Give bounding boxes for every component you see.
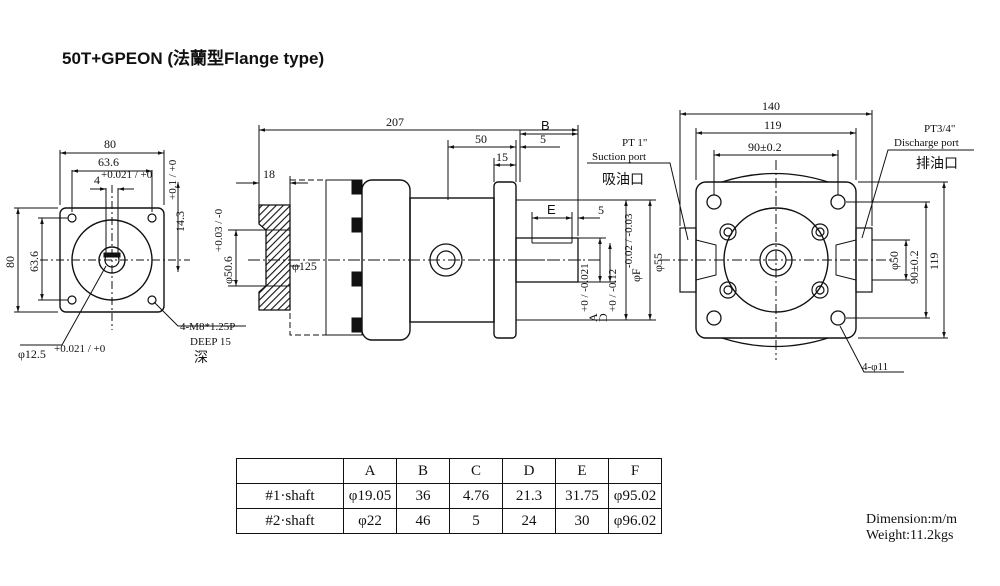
dim-5a: 5 — [540, 132, 546, 146]
dim-119v: 119 — [927, 252, 941, 270]
adapter-section — [258, 204, 291, 311]
right-view — [587, 110, 974, 373]
dim-pilot: φ50.6 — [221, 256, 235, 284]
dim-pilot-tol: +0.03 / -0 — [213, 208, 225, 252]
table-header — [236, 458, 344, 484]
dim-D: D — [596, 313, 610, 322]
dimension-note: Dimension:m/m — [866, 512, 957, 527]
table-cell: 36 — [396, 483, 450, 509]
table-cell: 30 — [555, 508, 609, 534]
bolt-hole — [67, 295, 77, 305]
table-header-row: A B C D E F — [236, 458, 662, 484]
suction-label-2: Suction port — [592, 151, 646, 163]
table-cell: 46 — [396, 508, 450, 534]
dim-140: 140 — [762, 99, 780, 113]
dim-50: 50 — [475, 132, 487, 146]
deep-cn-label: 深 — [194, 350, 208, 366]
left-view-labels: 80 63.6 4 +0.021 / +0 14.3 +0.1 / +0 80 … — [3, 137, 235, 366]
table-cell: φ22 — [343, 508, 397, 534]
suction-cn: 吸油口 — [602, 172, 644, 188]
drawing-title: 50T+GPEON (法蘭型Flange type) — [62, 49, 325, 68]
dim-D-tol: +0 / -0.12 — [607, 269, 619, 312]
dim-55: φ55 — [651, 253, 665, 272]
dim-119: 119 — [764, 118, 782, 132]
dim-15: 15 — [496, 150, 508, 164]
table-cell: φ95.02 — [608, 483, 662, 509]
dim-height-spacing: 63.6 — [27, 251, 41, 272]
side-view — [228, 125, 656, 341]
deep-label: DEEP 15 — [190, 336, 231, 348]
dim-key: 4 — [94, 173, 100, 187]
discharge-label-2: Discharge port — [894, 137, 959, 149]
table-cell: 31.75 — [555, 483, 609, 509]
bolt-hole — [67, 213, 77, 223]
dim-height: 80 — [3, 256, 17, 268]
dim-90v: 90±0.2 — [907, 250, 921, 284]
table-header: D — [502, 458, 556, 484]
table-header: A — [343, 458, 397, 484]
table-cell: #2·shaft — [236, 508, 344, 534]
table-row: #2·shaft φ22 46 5 24 30 φ96.02 — [236, 508, 662, 534]
tap-label: 4-M8*1.25P — [180, 321, 235, 333]
table-cell: 5 — [449, 508, 503, 534]
dim-90: 90±0.2 — [748, 140, 782, 154]
table-cell: 24 — [502, 508, 556, 534]
dim-B: B — [541, 118, 550, 133]
table-row: #1·shaft φ19.05 36 4.76 21.3 31.75 φ95.0… — [236, 483, 662, 509]
discharge-cn: 排油口 — [916, 156, 958, 172]
dim-E: E — [547, 202, 556, 217]
bore-tol: +0.021 / +0 — [54, 343, 106, 355]
table-cell: #1·shaft — [236, 483, 344, 509]
dim-width: 80 — [104, 137, 116, 151]
dim-18: 18 — [263, 167, 275, 181]
weight-note: Weight:11.2kgs — [866, 528, 954, 543]
dim-keyway: 14.3 — [173, 211, 187, 232]
table-header: F — [608, 458, 662, 484]
dim-total: 207 — [386, 115, 404, 129]
suction-label-1: PT 1" — [622, 137, 647, 149]
bore-label: φ12.5 — [18, 347, 46, 361]
dim-5b: 5 — [598, 203, 604, 217]
dim-A-tol: +0 / -0.021 — [579, 263, 591, 312]
table-header: E — [555, 458, 609, 484]
dim-A: A — [586, 313, 600, 322]
holes-label: 4-φ11 — [862, 361, 888, 373]
discharge-label-1: PT3/4" — [924, 123, 955, 135]
left-view — [14, 150, 246, 346]
dim-keyway-tol: +0.1 / +0 — [167, 159, 179, 200]
table-header: C — [449, 458, 503, 484]
dim-125: φ125 — [292, 259, 317, 273]
dim-hole-spacing: 63.6 — [98, 155, 119, 169]
dim-key-tol: +0.021 / +0 — [101, 169, 153, 181]
table-cell: φ96.02 — [608, 508, 662, 534]
bolt-hole — [147, 295, 157, 305]
shaft-spec-table: A B C D E F #1·shaft φ19.05 36 4.76 21.3… — [236, 458, 662, 534]
table-cell: 21.3 — [502, 483, 556, 509]
side-view-labels: 207 18 50 5 15 B E 5 φ50.6 +0.03 / -0 φ1… — [213, 115, 665, 322]
dim-F: φF — [629, 268, 643, 282]
dim-50: φ50 — [887, 251, 901, 270]
footer-info: Dimension:m/m Weight:11.2kgs — [866, 512, 957, 544]
table-header: B — [396, 458, 450, 484]
bolt-hole — [147, 213, 157, 223]
right-view-labels: 140 119 90±0.2 φ50 90±0.2 119 4-φ11 PT 1… — [592, 99, 959, 373]
dim-F-tol: -0.02 / -0.03 — [623, 213, 635, 268]
table-cell: 4.76 — [449, 483, 503, 509]
table-cell: φ19.05 — [343, 483, 397, 509]
